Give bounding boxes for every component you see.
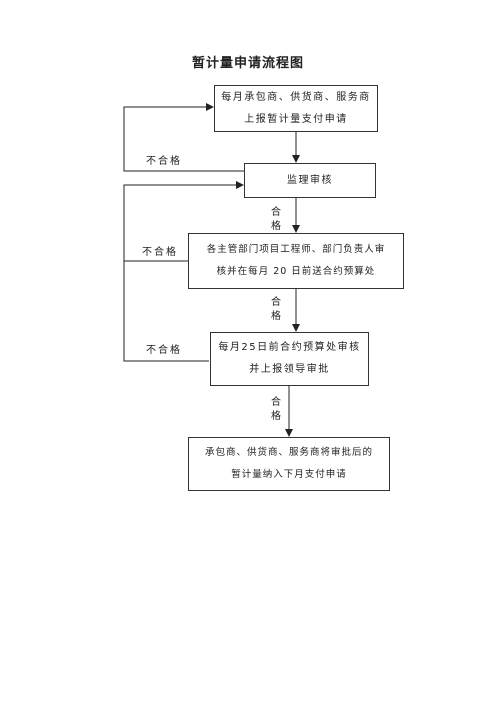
loop-step4-to-line: [123, 261, 209, 362]
fail-label-2: 不合格: [142, 247, 178, 258]
step2-line1: 监理审核: [287, 174, 333, 186]
step3-line1: 各主管部门项目工程师、部门负责人审: [206, 244, 386, 255]
pass-label-2-char2: 格: [271, 311, 281, 322]
loop-step3-to-step2: [123, 181, 244, 262]
pass-label-1-char2: 格: [271, 221, 281, 232]
step-include-next-month: 承包商、供货商、服务商将审批后的 暂计量纳入下月支付申请: [188, 437, 390, 491]
pass-label-2: 合 格: [270, 296, 282, 324]
pass-label-3: 合 格: [270, 396, 282, 424]
pass-label-3-char2: 格: [271, 411, 281, 422]
step1-line2: 上报暂计量支付申请: [244, 113, 348, 125]
pass-label-2-char1: 合: [271, 297, 281, 308]
step-department-review: 各主管部门项目工程师、部门负责人审 核并在每月 20 日前送合约预算处: [188, 233, 404, 289]
fail-label-3: 不合格: [146, 345, 182, 356]
step5-line1: 承包商、供货商、服务商将审批后的: [204, 447, 373, 458]
step4-line2: 并上报领导审批: [249, 364, 330, 375]
step-submit-application: 每月承包商、供货商、服务商 上报暂计量支付申请: [214, 85, 378, 132]
step-supervisor-review: 监理审核: [244, 163, 376, 198]
step1-line1: 每月承包商、供货商、服务商: [221, 91, 371, 103]
pass-label-1: 合 格: [270, 206, 282, 234]
step4-line1: 每月25日前合约预算处审核: [218, 342, 361, 353]
pass-label-3-char1: 合: [271, 397, 281, 408]
fail-label-1: 不合格: [146, 156, 182, 167]
step5-line2: 暂计量纳入下月支付申请: [231, 469, 347, 480]
diagram-title: 暂计量申请流程图: [191, 56, 304, 71]
pass-label-1-char1: 合: [271, 207, 281, 218]
step-budget-review: 每月25日前合约预算处审核 并上报领导审批: [210, 332, 369, 386]
step3-line2: 核并在每月 20 日前送合约预算处: [216, 266, 376, 277]
loop-step2-to-step1: [123, 103, 244, 172]
